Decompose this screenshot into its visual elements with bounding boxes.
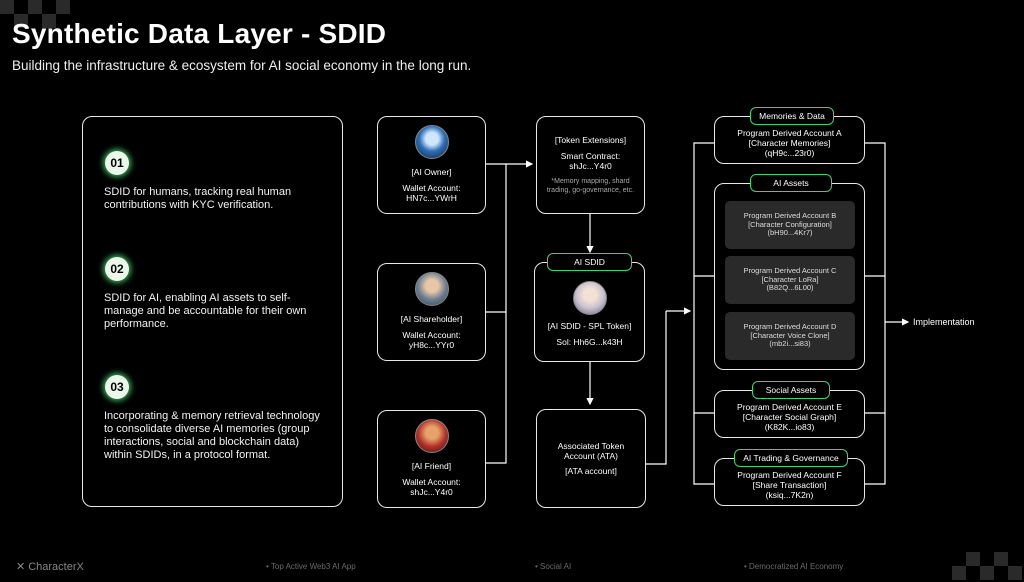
pda-line3: (K82K...io83): [764, 422, 815, 432]
ai-owner-avatar: [414, 125, 449, 159]
social-assets-tag: Social Assets: [752, 381, 830, 399]
point-text-01: SDID for humans, tracking real human con…: [104, 186, 292, 211]
wallet-account: HN7c...YWrH: [406, 193, 457, 203]
pda-line3: (ksiq...7K2n): [765, 490, 814, 500]
pda-line3: (bH90...4Kr7): [767, 228, 813, 238]
wallet-account-label: Wallet Account:: [402, 477, 461, 487]
footer-item-2: • Social AI: [535, 562, 572, 571]
pda-line1: Program Derived Account D: [743, 321, 837, 331]
footer-item-text: Top Active Web3 AI App: [270, 562, 356, 571]
ai-sdid-avatar: [572, 281, 607, 315]
pda-line2: [Character Memories]: [748, 138, 831, 148]
sdid-sol: Sol: Hh6G...k43H: [556, 337, 623, 347]
pda-bus-left: [693, 142, 714, 485]
wallet-bus-line: [486, 163, 507, 464]
token-extensions-card: [Token Extensions] Smart Contract: shJc.…: [536, 116, 645, 214]
ata-card: Associated Token Account (ATA) [ATA acco…: [536, 409, 646, 508]
pda-line2: [Character Configuration]: [748, 219, 832, 229]
contract-address: shJc...Y4r0: [569, 161, 612, 171]
pda-line1: Program Derived Account A: [737, 128, 842, 138]
characterx-logo-icon: ✕: [16, 561, 26, 573]
ai-sdid-card: [AI SDID - SPL Token] Sol: Hh6G...k43H: [534, 262, 645, 362]
ai-sdid-tag: AI SDID: [547, 253, 632, 271]
trading-governance-tag: AI Trading & Governance: [734, 449, 848, 467]
contract-label: Smart Contract:: [560, 151, 621, 161]
pda-line3: (mb2i...si83): [769, 339, 811, 349]
pda-line2: [Share Transaction]: [752, 480, 827, 490]
footer-logo: ✕ CharacterX: [16, 560, 84, 574]
wallet-account-label: Wallet Account:: [402, 330, 461, 340]
sdid-points-panel: [82, 116, 343, 507]
point-text-03: Incorporating & memory retrieval technol…: [104, 410, 320, 461]
implementation-label: Implementation: [913, 317, 975, 327]
pda-line3: (B82Q...6L00): [766, 283, 814, 293]
ata-to-bus-line: [646, 311, 667, 465]
pda-item-c: Program Derived Account C [Character LoR…: [725, 256, 855, 304]
memories-data-tag: Memories & Data: [750, 107, 834, 125]
wallet-card-shareholder: [AI Shareholder] Wallet Account: yH8c...…: [377, 263, 486, 361]
page-title: Synthetic Data Layer - SDID: [12, 18, 387, 49]
pda-line1: Program Derived Account F: [737, 470, 842, 480]
point-badge-02: 02: [105, 257, 129, 281]
footer-item-3: • Democratized AI Economy: [744, 562, 844, 571]
pda-bus-right: [865, 142, 886, 485]
token-ext-title: [Token Extensions]: [554, 135, 627, 145]
page-subtitle: Building the infrastructure & ecosystem …: [12, 58, 472, 73]
point-badge-01: 01: [105, 151, 129, 175]
pda-item-b: Program Derived Account B [Character Con…: [725, 201, 855, 249]
wallet-account: shJc...Y4r0: [410, 487, 453, 497]
footer-item-text: Social AI: [540, 562, 572, 571]
token-ext-note: *Memory mapping, shard trading, go-gover…: [546, 178, 635, 194]
point-badge-03: 03: [105, 375, 129, 399]
wallet-role: [AI Friend]: [411, 461, 452, 471]
ata-title: Associated Token Account (ATA): [557, 441, 625, 461]
wallet-role: [AI Shareholder]: [400, 314, 463, 324]
pda-line2: [Character Social Graph]: [742, 412, 837, 422]
wallet-account-label: Wallet Account:: [402, 183, 461, 193]
ata-sub: [ATA account]: [565, 466, 617, 476]
point-text-02: SDID for AI, enabling AI assets to self-…: [104, 292, 307, 330]
footer-item-text: Democratized AI Economy: [749, 562, 844, 571]
wallet-role: [AI Owner]: [411, 167, 452, 177]
footer-item-1: • Top Active Web3 AI App: [266, 562, 356, 571]
pda-item-d: Program Derived Account D [Character Voi…: [725, 312, 855, 360]
ai-shareholder-avatar: [414, 272, 449, 306]
wallet-card-friend: [AI Friend] Wallet Account: shJc...Y4r0: [377, 410, 486, 508]
ai-assets-tag: AI Assets: [750, 174, 832, 192]
pda-line1: Program Derived Account E: [737, 402, 842, 412]
footer-logo-text: CharacterX: [28, 560, 84, 573]
pda-line3: (qH9c...23r0): [764, 148, 815, 158]
pda-line1: Program Derived Account B: [743, 210, 837, 220]
sdid-token: [AI SDID - SPL Token]: [547, 321, 632, 331]
pda-line2: [Character LoRa]: [761, 274, 819, 284]
wallet-card-owner: [AI Owner] Wallet Account: HN7c...YWrH: [377, 116, 486, 214]
wallet-account: yH8c...YYr0: [408, 340, 455, 350]
pda-line1: Program Derived Account C: [743, 265, 837, 275]
ai-friend-avatar: [414, 419, 449, 453]
pda-line2: [Character Voice Clone]: [750, 330, 830, 340]
